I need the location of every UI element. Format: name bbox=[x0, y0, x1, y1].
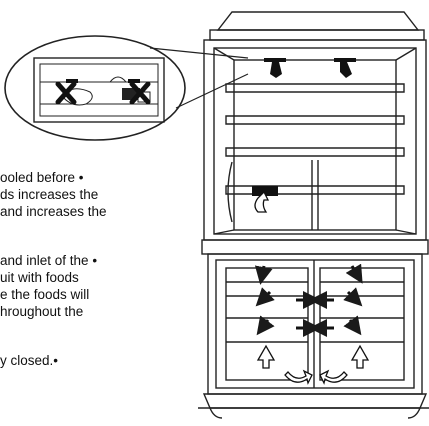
text-line-2: ds increases the bbox=[0, 187, 99, 202]
text-line-1: ooled before • bbox=[0, 170, 84, 185]
up-arrow-outline-icon bbox=[256, 344, 370, 369]
curved-arrow-icon bbox=[284, 369, 348, 385]
text-line-7: hroughout the bbox=[0, 304, 84, 319]
up-arrow-outline-icon bbox=[254, 190, 270, 213]
arrow-icon bbox=[296, 291, 334, 337]
text-line-3: and increases the bbox=[0, 204, 107, 219]
refrigerator-cabinet bbox=[198, 11, 429, 419]
vent-bar-icon bbox=[66, 79, 140, 83]
arrow-icon bbox=[334, 58, 356, 78]
food-item-icon bbox=[252, 186, 278, 196]
arrow-icon bbox=[254, 263, 363, 336]
text-line-8: y closed.• bbox=[0, 353, 59, 368]
text-line-6: e the foods will bbox=[0, 287, 90, 302]
text-line-5: uit with foods bbox=[0, 270, 79, 285]
instruction-text: ooled before • ds increases the and incr… bbox=[0, 0, 200, 426]
x-mark-icon bbox=[55, 81, 77, 105]
text-line-4: and inlet of the • bbox=[0, 253, 98, 268]
zoom-callout bbox=[4, 35, 249, 141]
arrow-icon bbox=[264, 58, 286, 78]
x-mark-icon bbox=[129, 81, 151, 105]
